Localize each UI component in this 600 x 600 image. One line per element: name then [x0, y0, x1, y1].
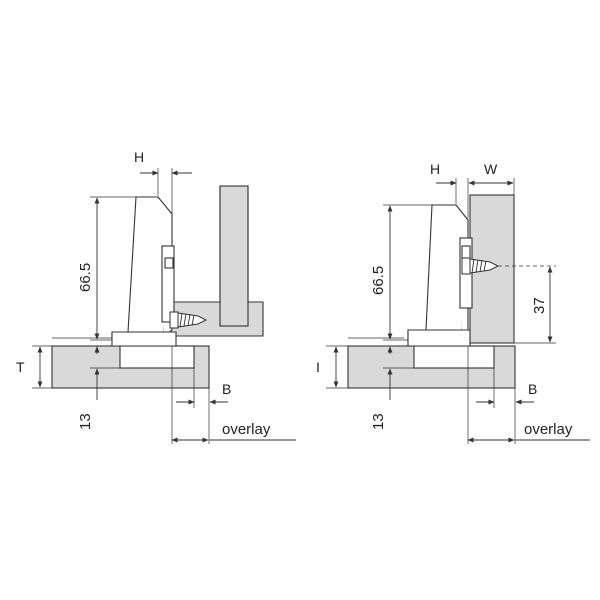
left-b-label: B: [222, 381, 231, 397]
right-depth-label: 13: [370, 413, 387, 430]
left-hinge-arm: [111, 196, 165, 341]
left-t-label: T: [16, 359, 25, 375]
left-diagram: H 66.5 T 13 B overlay: [16, 149, 296, 444]
right-diagram: H W 66.5 37 I 13 B: [316, 161, 590, 444]
right-hinge-cup: [413, 345, 495, 369]
left-depth-label: 13: [77, 413, 94, 430]
right-hinge-arm: [407, 204, 463, 341]
right-t-label: I: [316, 359, 320, 375]
left-panel-inner-notch: [219, 185, 249, 327]
left-overlay-label: overlay: [222, 421, 271, 438]
right-b-label: B: [528, 381, 537, 397]
right-h-label: H: [430, 161, 440, 177]
left-screw-icon: [169, 311, 208, 329]
right-height-label: 66.5: [370, 266, 387, 295]
right-screw-icon: [461, 257, 500, 275]
left-height-label: 66.5: [77, 263, 94, 292]
right-w-label: W: [484, 161, 498, 177]
left-h-label: H: [134, 149, 144, 165]
left-hinge-cup: [119, 345, 195, 369]
right-overlay-label: overlay: [524, 421, 573, 438]
right-screw-distance-label: 37: [531, 297, 548, 314]
